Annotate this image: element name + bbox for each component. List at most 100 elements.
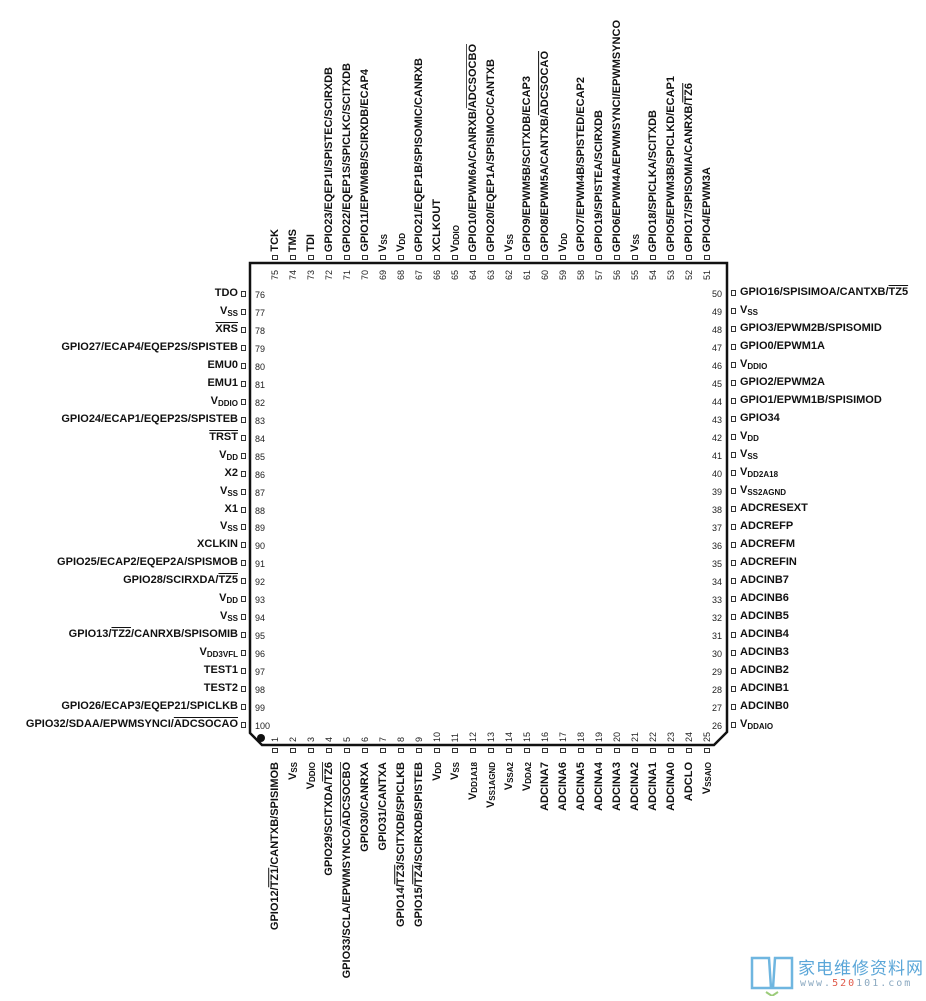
pin-number: 37 [711, 523, 722, 533]
pin-label: ADCINA4 [593, 762, 605, 811]
pin-label: ADCINA0 [665, 762, 677, 811]
pin-number: 56 [612, 270, 622, 281]
pin-number: 81 [255, 379, 266, 390]
pin-pad [241, 416, 246, 423]
pin-pad [241, 578, 246, 585]
pin-number: 17 [558, 731, 568, 742]
pin-pad [560, 255, 566, 260]
pin-pad [596, 255, 602, 260]
pin-number: 8 [396, 736, 406, 742]
pin-pad [542, 748, 548, 753]
pin-number: 28 [711, 685, 722, 695]
pin-label: XRS [215, 322, 238, 335]
pin-label: VDDA2 [521, 762, 533, 792]
pin-number: 62 [504, 270, 514, 281]
pin-label: VSS [377, 233, 389, 252]
pin-label: GPIO23/EQEP1I/SPISTEC/SCIRXDB [323, 66, 335, 252]
pin-label: GPIO33/SCLA/EPWMSYNCO/ADCSOCBO [341, 762, 353, 979]
pin-pad [614, 255, 620, 260]
pin-pad [731, 560, 736, 566]
pin-label: VSS2AGND [740, 484, 787, 497]
pin-pad [596, 748, 602, 753]
pin-number: 30 [711, 649, 722, 659]
pin-pad [434, 748, 440, 753]
pin-label: VSS [219, 304, 238, 318]
pin-pad [704, 748, 710, 753]
pin-pad [241, 704, 246, 711]
pin-pad [241, 650, 246, 657]
pin-label: ADCINB2 [740, 664, 789, 676]
pin-pad [668, 255, 674, 260]
pin-label: GPIO28/SCIRXDA/TZ5 [123, 574, 238, 587]
pin-label: VDDIO [449, 224, 461, 252]
pin-label: GPIO14/TZ3/SCITXDB/SPICLKB [395, 762, 407, 928]
pin-number: 4 [324, 736, 334, 742]
pin-number: 53 [666, 270, 676, 281]
pin-label: ADCREFIN [740, 556, 797, 568]
pin-label: VSS [740, 304, 759, 317]
pin-number: 33 [711, 595, 722, 605]
pin-pad [731, 668, 736, 674]
pin-number: 32 [711, 613, 722, 623]
pin-pad [650, 748, 656, 753]
pin-label: ADCINA1 [647, 762, 659, 811]
pin-pad [731, 416, 736, 422]
pin-pad [731, 326, 736, 332]
pin-label: ADCINA5 [575, 762, 587, 811]
pin-number: 29 [711, 667, 722, 677]
pin-number: 55 [630, 270, 640, 281]
pin-label: GPIO26/ECAP3/EQEP21/SPICLKB [61, 700, 238, 713]
pin-pad [650, 255, 656, 260]
pin-number: 77 [255, 307, 266, 318]
pin-pad [578, 255, 584, 260]
pin-pad [578, 748, 584, 753]
pin-number: 31 [711, 631, 722, 641]
pin-number: 48 [711, 325, 722, 335]
pin-label: GPIO8/EPWM5A/CANTXB/ADCSOCAO [539, 50, 551, 252]
pin-number: 23 [666, 731, 676, 742]
pin-pad [241, 398, 246, 405]
pin-label: X1 [224, 502, 238, 515]
pin-pad [731, 398, 736, 404]
pin-pad [686, 255, 692, 260]
pin-number: 9 [414, 736, 424, 742]
pin-label: VDD1A18 [467, 762, 479, 801]
pin-label: XCLKIN [197, 538, 238, 551]
pin-pad [272, 255, 278, 260]
pin-pad [398, 748, 404, 753]
pin-label: XCLKOUT [431, 198, 443, 252]
watermark-title: 家电维修资料网 [798, 959, 924, 979]
pin-pad [241, 434, 246, 441]
pin-label: GPIO19/SPISTEA/SCIRXDB [593, 109, 605, 252]
pin-number: 58 [576, 270, 586, 281]
pin-label: VSS [629, 233, 641, 252]
pin-pad [524, 748, 530, 753]
pin-pad [241, 686, 246, 693]
pin-label: TRST [209, 430, 238, 443]
pin-number: 6 [360, 736, 370, 742]
pin-label: VSSA2 [503, 762, 515, 791]
pin-number: 78 [255, 325, 266, 336]
pin-label: GPIO30/CANRXA [359, 762, 371, 852]
pin-pad [731, 596, 736, 602]
pin-pad [241, 452, 246, 459]
pin-number: 7 [378, 736, 388, 742]
pin-number: 63 [486, 270, 496, 281]
pin-label: VSS [740, 448, 759, 461]
watermark-logo: 家电维修资料网 www.520101.com [748, 950, 926, 998]
pin-label: VDD2A18 [740, 466, 779, 479]
pin-number: 40 [711, 469, 722, 479]
pin-number: 22 [648, 731, 658, 742]
pin-label: VDD [740, 430, 759, 443]
pin-number: 100 [255, 721, 271, 732]
pin-label: ADCINA2 [629, 762, 641, 811]
pin-label: ADCREFP [740, 520, 794, 532]
pin-number: 83 [255, 415, 266, 426]
pin-number: 24 [684, 731, 694, 742]
pin-label: ADCINA6 [557, 762, 569, 811]
pin-pad [731, 506, 736, 512]
pin-number: 52 [684, 270, 694, 281]
pin-pad [731, 704, 736, 710]
pin-pad [731, 344, 736, 350]
pin-pad [241, 632, 246, 639]
